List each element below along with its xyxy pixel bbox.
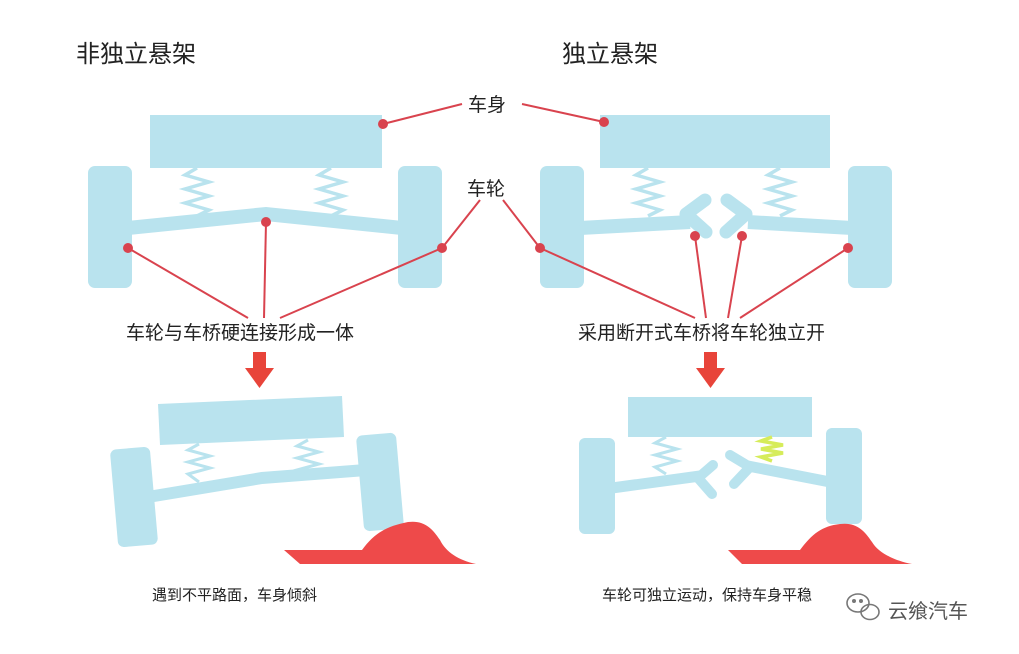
tilted-spring-1 <box>182 442 216 484</box>
wheel-right-outer <box>540 166 584 288</box>
level-half-axle-left-fork <box>693 460 718 499</box>
title-non-independent: 非独立悬架 <box>76 40 196 68</box>
non-independent-assembly <box>88 115 442 288</box>
arrow-down-right <box>696 352 725 388</box>
car-body-right <box>600 115 830 168</box>
half-axle-right <box>747 215 853 235</box>
tilted-wheel-inner <box>356 432 404 532</box>
half-axle-right-fork <box>719 193 753 239</box>
level-half-axle-left <box>611 470 701 494</box>
independent-assembly <box>540 115 892 288</box>
level-wheel-inner <box>826 428 862 524</box>
description-non-independent: 车轮与车桥硬连接形成一体 <box>126 322 355 344</box>
road-bump-left <box>284 521 476 564</box>
caption-independent: 车轮可独立运动，保持车身平稳 <box>602 586 813 604</box>
half-axle-left-fork <box>679 193 713 239</box>
label-car-body: 车身 <box>468 94 507 116</box>
road-bump-right <box>728 523 912 564</box>
caption-non-independent: 遇到不平路面，车身倾斜 <box>152 586 318 604</box>
spring-left-1 <box>178 166 216 218</box>
arrow-down-left <box>245 352 274 388</box>
watermark-chat-icon <box>846 593 880 621</box>
title-independent: 独立悬架 <box>562 40 658 68</box>
leader-dots <box>123 117 853 253</box>
level-wheel-outer <box>579 438 615 534</box>
level-half-axle-right-fork <box>725 450 755 489</box>
spring-right-1 <box>629 166 667 218</box>
car-body-left <box>150 115 382 168</box>
tilted-axle <box>147 464 367 503</box>
wheel-left-inner <box>398 166 442 288</box>
non-independent-on-bump <box>110 396 476 564</box>
tilted-wheel-outer <box>110 446 158 548</box>
watermark-text: 云飨汽车 <box>888 599 968 623</box>
spring-right-2 <box>761 166 799 218</box>
half-axle-left <box>579 215 691 235</box>
level-spring-1 <box>649 435 683 476</box>
label-wheel: 车轮 <box>467 178 506 200</box>
level-car-body <box>628 397 812 437</box>
tilted-spring-2 <box>291 438 325 478</box>
tilted-car-body <box>158 396 344 445</box>
leader-lines <box>127 103 849 319</box>
level-spring-compressed <box>754 435 784 463</box>
spring-left-2 <box>312 166 350 218</box>
description-independent: 采用断开式车桥将车轮独立开 <box>578 322 826 344</box>
independent-on-bump <box>579 397 912 564</box>
wheel-right-inner <box>848 166 892 288</box>
rigid-axle <box>127 206 403 235</box>
wheel-left-outer <box>88 166 132 288</box>
level-half-axle-right <box>746 460 832 488</box>
